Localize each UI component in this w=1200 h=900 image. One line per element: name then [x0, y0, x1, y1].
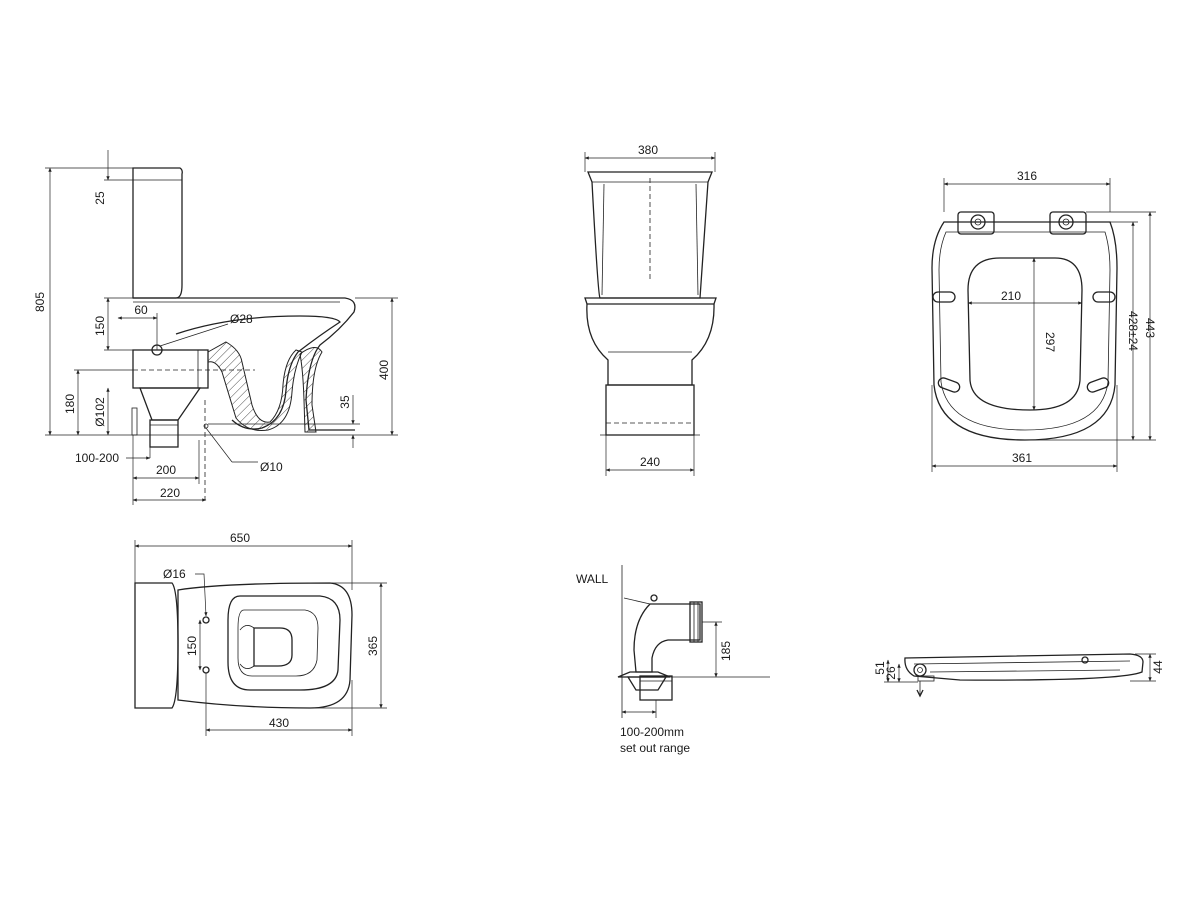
dim-base-width: 240 — [640, 455, 660, 469]
connector-detail: WALL 185 100-200mm set out range — [576, 565, 770, 755]
dim-seat-overall-height: 44 — [1151, 660, 1165, 674]
hinge-right — [1049, 211, 1087, 235]
seat-plan: 210 297 316 361 428±24 443 — [931, 169, 1157, 472]
hinge-left — [957, 211, 995, 235]
dim-cistern-width: 380 — [638, 143, 658, 157]
side-view: 805 25 150 60 Ø28 180 Ø102 400 35 100-20… — [33, 150, 398, 505]
dim-overall-width: 365 — [366, 636, 380, 656]
dim-seat-height: 26 — [884, 666, 898, 680]
dim-seat-length: 443 — [1143, 318, 1157, 338]
plan-pan — [177, 582, 353, 709]
dim-inlet-offset: 60 — [134, 303, 148, 317]
plan-cistern — [134, 582, 179, 709]
dim-hinge-to-front: 428±24 — [1126, 311, 1140, 351]
front-pedestal — [605, 384, 695, 436]
dim-hinge-height: 51 — [873, 661, 887, 675]
dim-setout-a: 200 — [156, 463, 176, 477]
dim-opening-length: 297 — [1043, 332, 1057, 352]
dim-pan-height: 400 — [377, 360, 391, 380]
trapway-section — [207, 341, 303, 431]
dim-outlet-diameter: Ø102 — [93, 397, 107, 427]
connector-outlet — [639, 675, 673, 701]
connector-pipe — [633, 603, 701, 673]
dim-fixing-diameter: Ø10 — [260, 460, 283, 474]
seat-side-view: 51 26 44 — [873, 653, 1165, 698]
dim-cistern-lid: 25 — [93, 191, 107, 205]
dim-overall-height: 805 — [33, 292, 47, 312]
dim-setout-range: 100-200 — [75, 451, 119, 465]
outlet-connector — [149, 419, 179, 448]
front-bowl — [586, 303, 715, 386]
seat-side-outline — [904, 653, 1144, 681]
dim-inlet-diameter: Ø28 — [230, 312, 253, 326]
dim-pan-length: 430 — [269, 716, 289, 730]
dim-hinge-width: 316 — [1017, 169, 1037, 183]
dim-setout-b: 220 — [160, 486, 180, 500]
seat-outline — [931, 221, 1118, 441]
plan-view: 650 Ø16 150 365 430 — [134, 531, 387, 736]
dim-seat-width: 361 — [1012, 451, 1032, 465]
dim-fixing-height: 35 — [338, 395, 352, 409]
dim-overall-length: 650 — [230, 531, 250, 545]
seat-opening — [967, 257, 1083, 411]
dim-inlet-height: 150 — [93, 316, 107, 336]
front-view: 380 240 — [584, 143, 717, 476]
wall-label: WALL — [576, 572, 609, 586]
dim-plan-fixing-diameter: Ø16 — [163, 567, 186, 581]
inlet-pipe — [132, 349, 209, 389]
dim-opening-width: 210 — [1001, 289, 1021, 303]
fixing-hole-top — [202, 616, 210, 624]
cistern-outline — [132, 167, 183, 299]
setout-range-line1: 100-200mm — [620, 725, 684, 739]
dim-fixing-spacing: 150 — [185, 636, 199, 656]
setout-range-line2: set out range — [620, 741, 690, 755]
fixing-hole-bottom — [202, 666, 210, 674]
dim-connector-height: 185 — [719, 641, 733, 661]
dim-outlet-height: 180 — [63, 394, 77, 414]
